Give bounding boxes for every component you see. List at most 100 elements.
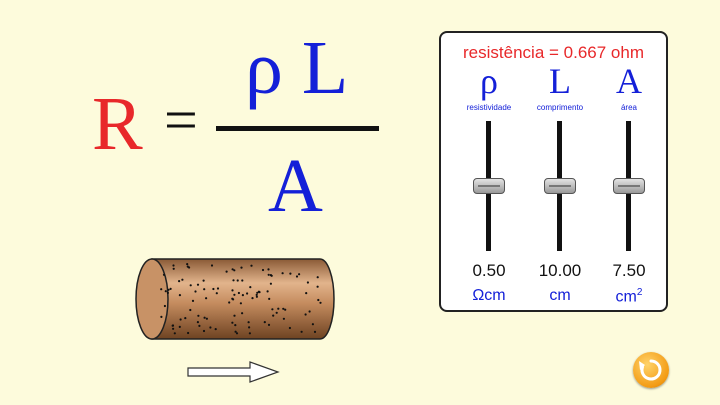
control-panel: resistência = 0.667 ohm ρ resistividade … xyxy=(439,31,668,312)
charge-carrier-dot xyxy=(248,332,251,335)
charge-carrier-dot xyxy=(256,291,259,294)
charge-carrier-dot xyxy=(277,307,280,310)
charge-carrier-dot xyxy=(172,267,175,270)
charge-carrier-dot xyxy=(316,285,319,288)
charge-carrier-dot xyxy=(269,282,272,285)
charge-carrier-dot xyxy=(284,308,287,311)
area-label: área xyxy=(620,103,637,112)
charge-carrier-dot xyxy=(267,273,270,276)
area-slider-thumb[interactable] xyxy=(613,178,645,194)
charge-carrier-dot xyxy=(160,288,163,291)
charge-carrier-dot xyxy=(241,312,244,315)
resistivity-label: resistividade xyxy=(466,103,512,112)
charge-carrier-dot xyxy=(240,266,243,269)
charge-carrier-dot xyxy=(246,292,249,295)
refresh-icon xyxy=(639,359,662,381)
charge-carrier-dot xyxy=(313,330,317,333)
resistivity-slider-thumb[interactable] xyxy=(473,178,505,194)
charge-carrier-dot xyxy=(235,332,239,335)
length-column: L comprimento 10.00 cm xyxy=(522,33,598,310)
formula-equals-sign: = xyxy=(164,87,198,153)
length-slider-thumb[interactable] xyxy=(544,178,576,194)
formula-denominator: A xyxy=(268,144,323,228)
charge-carrier-dot xyxy=(257,290,260,293)
resistivity-value: 0.50 xyxy=(472,261,506,280)
charge-carrier-dot xyxy=(216,287,220,290)
charge-carrier-dot xyxy=(236,279,239,282)
charge-carrier-dot xyxy=(247,321,250,324)
length-value: 10.00 xyxy=(538,261,582,280)
length-symbol: L xyxy=(549,61,571,101)
formula-fraction-bar xyxy=(216,126,379,131)
charge-carrier-dot xyxy=(241,294,244,297)
charge-carrier-dot xyxy=(317,298,320,302)
charge-carrier-dot xyxy=(181,278,184,281)
charge-carrier-dot xyxy=(231,297,234,300)
charge-carrier-dot xyxy=(241,279,244,282)
charge-carrier-dot xyxy=(239,302,242,305)
charge-carrier-dot xyxy=(231,289,234,292)
charge-carrier-dot xyxy=(214,328,217,331)
charge-carrier-dot xyxy=(166,291,169,294)
charge-carrier-dot xyxy=(167,288,170,291)
charge-carrier-dot xyxy=(179,318,182,321)
charge-carrier-dot xyxy=(225,270,228,273)
charge-carrier-dot xyxy=(189,284,192,287)
charge-carrier-dot xyxy=(288,326,291,330)
charge-carrier-dot xyxy=(266,290,269,293)
charge-carrier-dot xyxy=(210,264,214,267)
charge-carrier-dot xyxy=(268,297,271,300)
charge-carrier-dot xyxy=(163,304,166,308)
reset-button[interactable] xyxy=(633,352,669,388)
charge-carrier-dot xyxy=(272,314,275,317)
charge-carrier-dot xyxy=(306,281,309,284)
charge-carrier-dot xyxy=(178,325,181,328)
resistivity-column: ρ resistividade 0.50 Ωcm xyxy=(451,33,527,310)
charge-carrier-dot xyxy=(250,264,253,267)
charge-carrier-dot xyxy=(234,330,237,333)
charge-carrier-dot xyxy=(172,327,175,330)
charge-carrier-dot xyxy=(205,297,208,300)
resistivity-symbol: ρ xyxy=(480,61,498,101)
charge-carrier-dot xyxy=(205,317,208,320)
charge-carrier-dot xyxy=(271,308,274,311)
charge-carrier-dot xyxy=(233,314,236,317)
charge-carrier-dot xyxy=(255,293,258,296)
charge-carrier-dot xyxy=(255,295,258,298)
charge-carrier-dot xyxy=(198,324,201,327)
charge-carrier-dot xyxy=(178,294,181,297)
charge-carrier-dot xyxy=(209,326,212,329)
charge-carrier-dot xyxy=(261,268,265,272)
charge-carrier-dot xyxy=(249,286,252,289)
charge-carrier-dot xyxy=(248,326,251,329)
charge-carrier-dot xyxy=(251,297,254,300)
charge-carrier-dot xyxy=(267,323,271,326)
charge-carrier-dot xyxy=(228,301,231,304)
charge-carrier-dot xyxy=(295,275,299,278)
charge-carrier-dot xyxy=(184,317,187,320)
charge-carrier-dot xyxy=(164,290,167,293)
charge-carrier-dot xyxy=(237,291,240,295)
charge-carrier-dot xyxy=(234,324,237,327)
charge-carrier-dot xyxy=(308,310,311,313)
charge-carrier-dot xyxy=(289,272,292,275)
charge-carrier-dot xyxy=(282,317,285,320)
formula-resistance-symbol: R xyxy=(92,82,143,166)
resistance-readout: resistência = 0.667 ohm xyxy=(463,43,644,62)
charge-carrier-dot xyxy=(231,321,234,324)
charge-carrier-dot xyxy=(232,279,235,282)
charge-carrier-dot xyxy=(194,290,197,293)
charge-carrier-dot xyxy=(160,315,163,318)
charge-carriers xyxy=(160,263,322,335)
charge-carrier-dot xyxy=(186,265,189,268)
charge-carrier-dot xyxy=(171,324,174,327)
charge-carrier-dot xyxy=(203,288,206,291)
charge-carrier-dot xyxy=(191,299,195,302)
resistance-formula: R = ρ L A xyxy=(0,0,420,240)
area-unit-exponent: 2 xyxy=(636,287,643,298)
length-unit: cm xyxy=(549,287,571,304)
charge-carrier-dot xyxy=(304,313,307,316)
charge-carrier-dot xyxy=(172,264,175,267)
charge-carrier-dot xyxy=(300,330,303,333)
area-value: 7.50 xyxy=(612,261,646,280)
